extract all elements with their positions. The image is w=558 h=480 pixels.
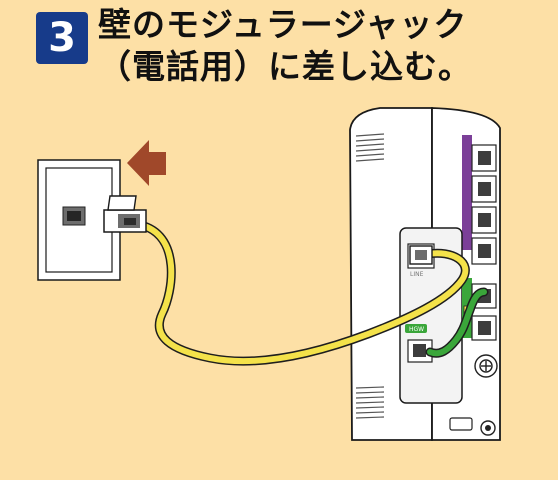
step-title: 壁のモジュラージャック （電話用）に差し込む。: [98, 4, 538, 88]
yellow-telephone-cable: [139, 221, 470, 366]
hgw-badge: [405, 324, 427, 333]
step-number-badge: 3: [36, 12, 88, 64]
router-plug-icon: [409, 245, 433, 265]
modular-jack-icon: [62, 206, 86, 226]
green-cable: [425, 287, 489, 358]
power-connector-icon: [474, 354, 498, 378]
step-title-line2: （電話用）に差し込む。: [98, 47, 472, 86]
step-title-line1: 壁のモジュラージャック: [98, 5, 468, 44]
insert-arrow-icon: [127, 140, 166, 186]
hgw-label: HGW: [409, 326, 424, 333]
router-device: LINE HGW: [349, 107, 501, 441]
line-port-label: LINE: [410, 271, 424, 278]
modular-plug-icon: [103, 195, 147, 233]
